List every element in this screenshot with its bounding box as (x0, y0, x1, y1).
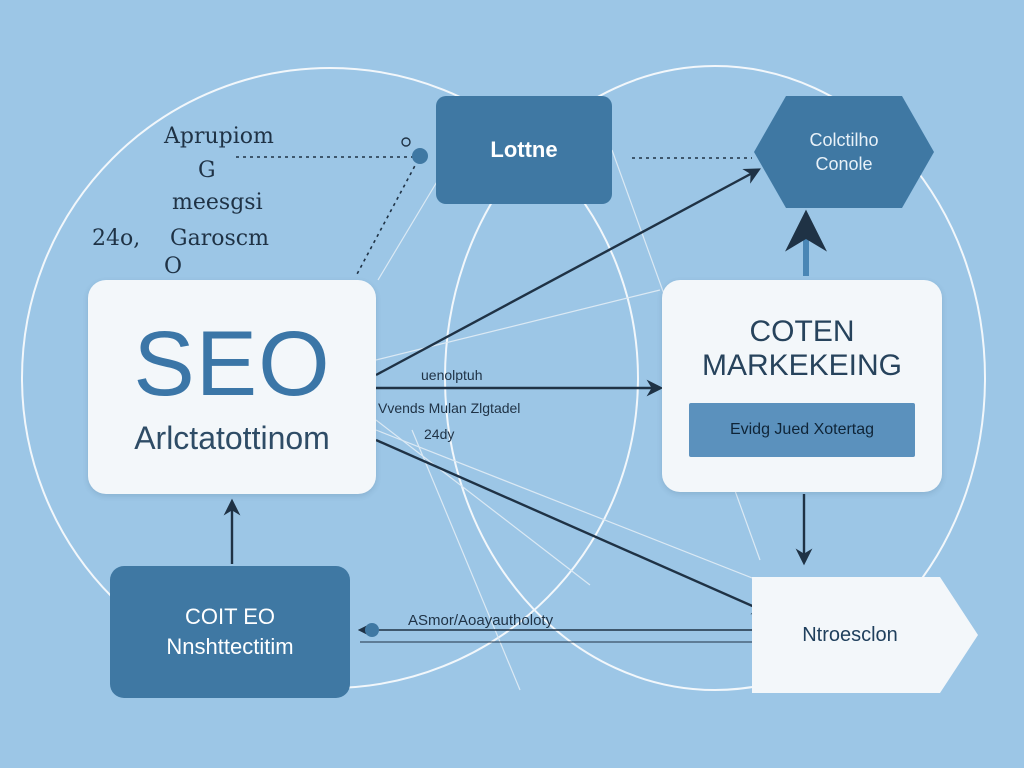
console-line1: Colctilho (809, 130, 879, 150)
coit-line2: Nnshttectitim (166, 634, 294, 659)
edge-label-24dy: 24dy (424, 426, 455, 442)
connector-dot-small (401, 137, 411, 147)
arrow-seo-to-console (375, 168, 761, 377)
dashed-connectors (236, 156, 752, 277)
content-title-line1: COTEN (749, 315, 855, 348)
console-node[interactable]: Colctilho Conole (754, 96, 934, 208)
seo-subtitle: Arlctatottinom (134, 419, 330, 456)
construction-lines (375, 149, 771, 691)
content-marketing-node[interactable]: COTEN MARKEKEING Evidg Jued Xotertag (662, 280, 942, 492)
annotation-o: O (164, 254, 183, 279)
console-line2: Conole (815, 154, 873, 174)
edge-label-asmor: ASmor/Aoayautholoty (408, 612, 554, 629)
edge-label-uenolptuh: uenolptuh (421, 367, 483, 383)
annotation-meesgsi: meesgsi (172, 190, 263, 215)
annotation-24o: 24o, (92, 226, 141, 251)
pentagon-arrow-shape (752, 577, 978, 693)
annotation-garoscm: Garoscm (170, 226, 269, 251)
connector-dot (412, 148, 428, 164)
coit-line1: COIT EO (184, 604, 276, 629)
ntro-label: Ntroesclon (802, 623, 898, 646)
edge-label-vvends: Vvends Mulan Zlgtadel (378, 400, 521, 416)
lottne-node[interactable]: Lottne (436, 96, 612, 204)
annotation-g: G (198, 158, 216, 183)
annotation-aprupiom: Aprupiom (164, 124, 274, 149)
background-ellipse-right (444, 65, 986, 691)
hexagon-shape (754, 96, 934, 208)
seo-title: SEO (133, 312, 331, 415)
coit-node[interactable]: COIT EO Nnshttectitim (110, 566, 350, 698)
content-subtitle-bar: Evidg Jued Xotertag (689, 403, 915, 457)
ntro-connector-dot (365, 623, 379, 637)
ntro-node[interactable]: Ntroesclon (752, 577, 978, 693)
content-title-line2: MARKEKEING (701, 349, 903, 382)
arrow-seo-to-ntro (375, 438, 770, 615)
lottne-label: Lottne (490, 137, 558, 162)
seo-architecture-node[interactable]: SEO Arlctatottinom (88, 280, 376, 494)
